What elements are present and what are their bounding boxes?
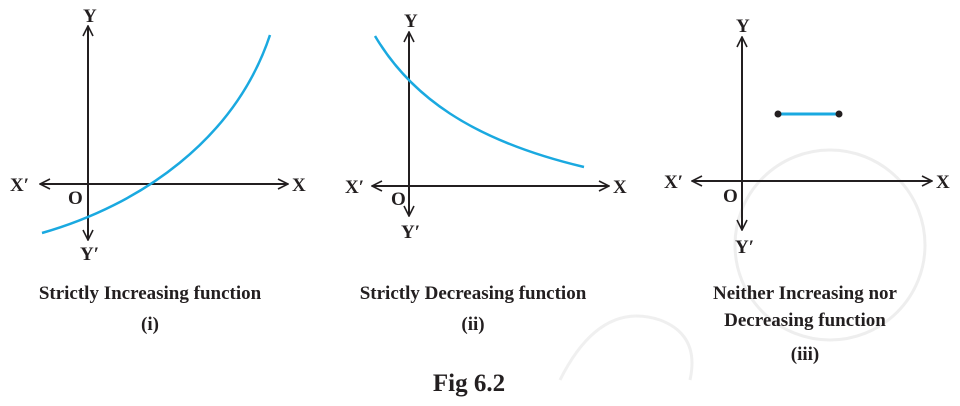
x-label: X [613,177,627,198]
caption-line-2: Decreasing function [724,310,886,331]
panel-i: Y Y′ X X′ O Strictly Increasing function… [10,6,306,335]
y-label: Y [404,11,418,32]
origin-label: O [68,188,83,209]
segment-end-point [835,110,843,118]
caption-line-1: Strictly Increasing function [39,283,262,304]
y-neg-label: Y′ [80,244,99,265]
increasing-curve [41,34,272,235]
x-label: X [936,172,950,193]
caption-line-1: Strictly Decreasing function [360,283,587,304]
numeral: (iii) [791,344,820,365]
origin-label: O [723,186,738,207]
x-label: X [292,175,306,196]
y-neg-label: Y′ [735,237,754,258]
decreasing-curve [373,35,585,169]
caption-line-1: Neither Increasing nor [713,283,898,304]
y-label: Y [83,6,97,27]
x-neg-label: X′ [664,172,683,193]
panel-iii: Y Y′ X X′ O Neither Increasing nor Decre… [664,16,950,365]
numeral: (ii) [461,314,484,335]
y-label: Y [736,16,750,37]
numeral: (i) [141,314,159,335]
figure-title: Fig 6.2 [433,370,505,397]
x-neg-label: X′ [345,177,364,198]
watermark [558,148,927,381]
y-neg-label: Y′ [401,222,420,243]
x-neg-label: X′ [10,175,29,196]
panel-ii: Y Y′ X X′ O Strictly Decreasing function… [345,11,627,335]
origin-label: O [391,189,406,210]
segment-start-point [774,110,782,118]
